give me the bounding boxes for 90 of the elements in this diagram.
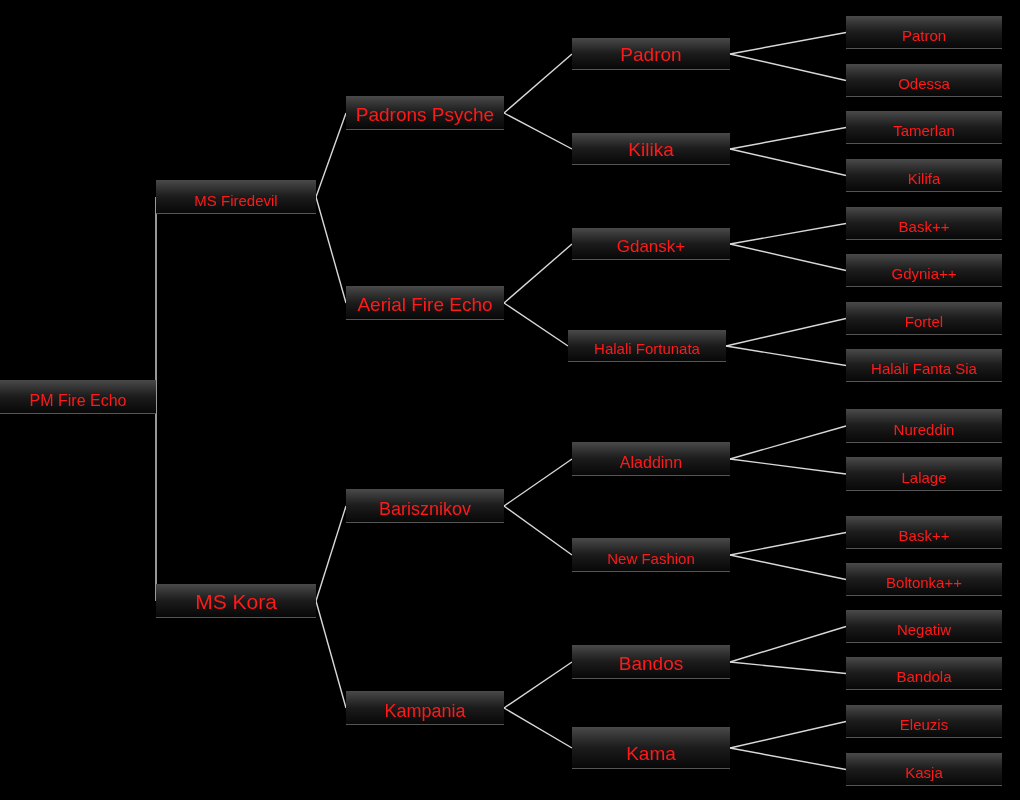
- pedigree-name: Bask++: [898, 218, 950, 237]
- pedigree-line: [729, 425, 847, 460]
- pedigree-name: New Fashion: [607, 550, 695, 569]
- name-plate: [572, 727, 730, 769]
- name-plate: [346, 96, 504, 130]
- pedigree-line: [729, 222, 847, 245]
- pedigree-name: Halali Fortunata: [594, 340, 700, 359]
- pedigree-name: MS Firedevil: [194, 192, 278, 211]
- name-plate: [346, 286, 504, 320]
- pedigree-line: [315, 112, 347, 198]
- name-plate: [846, 159, 1002, 192]
- pedigree-line: [729, 747, 847, 771]
- pedigree-line: [503, 505, 573, 556]
- pedigree-name: Gdansk+: [616, 235, 686, 257]
- name-plate: [846, 563, 1002, 596]
- name-plate: [346, 489, 504, 523]
- pedigree-name: MS Kora: [195, 588, 277, 615]
- pedigree-name: Aladdinn: [619, 453, 683, 473]
- pedigree-name: Halali Fanta Sia: [871, 360, 977, 379]
- name-plate: [846, 457, 1002, 491]
- pedigree-name: Aerial Fire Echo: [357, 293, 493, 317]
- pedigree-line: [503, 458, 573, 507]
- pedigree-line: [725, 345, 847, 367]
- name-plate: [846, 610, 1002, 643]
- pedigree-name: Kilifa: [907, 170, 941, 189]
- pedigree-name: Patron: [901, 27, 947, 46]
- pedigree-name: Kilika: [628, 138, 674, 162]
- name-plate: [0, 380, 156, 414]
- pedigree-name: Tamerlan: [893, 122, 955, 141]
- pedigree-line: [729, 625, 847, 663]
- pedigree-name: Lalage: [901, 469, 947, 488]
- pedigree-line: [503, 661, 573, 709]
- pedigree-name: Gdynia++: [891, 265, 957, 284]
- pedigree-line: [503, 707, 573, 749]
- pedigree-name: Bandola: [896, 668, 952, 687]
- pedigree-name: Nureddin: [893, 421, 955, 440]
- pedigree-name: Bandos: [618, 652, 684, 676]
- name-plate: [572, 442, 730, 476]
- name-plate: [846, 753, 1002, 786]
- pedigree-line: [503, 53, 573, 114]
- pedigree-name: Barisznikov: [379, 497, 471, 520]
- pedigree-name: Kampania: [384, 699, 466, 722]
- name-plate: [572, 133, 730, 165]
- pedigree-name: Eleuzis: [899, 716, 949, 735]
- name-plate: [846, 111, 1002, 144]
- pedigree-line: [729, 243, 847, 272]
- name-plate: [846, 16, 1002, 49]
- name-plate: [346, 691, 504, 725]
- name-plate: [846, 207, 1002, 240]
- pedigree-name: Negatiw: [896, 621, 952, 640]
- pedigree-line: [729, 661, 847, 675]
- pedigree-line: [729, 31, 847, 55]
- pedigree-name: Kama: [626, 742, 676, 766]
- pedigree-name: Padrons Psyche: [355, 103, 495, 127]
- pedigree-name: Fortel: [904, 313, 944, 332]
- name-plate: [846, 657, 1002, 690]
- name-plate: [846, 302, 1002, 335]
- pedigree-line: [315, 196, 347, 304]
- name-plate: [156, 180, 316, 214]
- pedigree-line: [729, 531, 847, 556]
- pedigree-name: PM Fire Echo: [29, 391, 127, 411]
- pedigree-line: [503, 243, 573, 304]
- pedigree-line: [725, 317, 847, 347]
- name-plate: [846, 516, 1002, 549]
- name-plate: [846, 64, 1002, 97]
- pedigree-line: [729, 53, 847, 82]
- name-plate: [846, 409, 1002, 443]
- pedigree-name: Kasja: [905, 764, 943, 783]
- name-plate: [572, 645, 730, 679]
- pedigree-line: [315, 600, 347, 709]
- pedigree-line: [503, 302, 569, 347]
- pedigree-line: [729, 458, 847, 475]
- pedigree-line: [729, 720, 847, 749]
- name-plate: [572, 538, 730, 572]
- name-plate: [846, 705, 1002, 738]
- name-plate: [846, 349, 1002, 382]
- pedigree-line: [729, 554, 847, 581]
- pedigree-name: Odessa: [898, 75, 950, 94]
- name-plate: [568, 330, 726, 362]
- pedigree-name: Boltonka++: [886, 574, 962, 593]
- name-plate: [846, 254, 1002, 287]
- pedigree-name: Padron: [620, 43, 682, 67]
- name-plate: [572, 38, 730, 70]
- pedigree-line: [729, 148, 847, 177]
- name-plate: [156, 584, 316, 618]
- pedigree-name: Bask++: [898, 527, 950, 546]
- pedigree-line: [315, 505, 347, 602]
- name-plate: [572, 228, 730, 260]
- pedigree-line: [729, 126, 847, 150]
- pedigree-line: [503, 112, 573, 150]
